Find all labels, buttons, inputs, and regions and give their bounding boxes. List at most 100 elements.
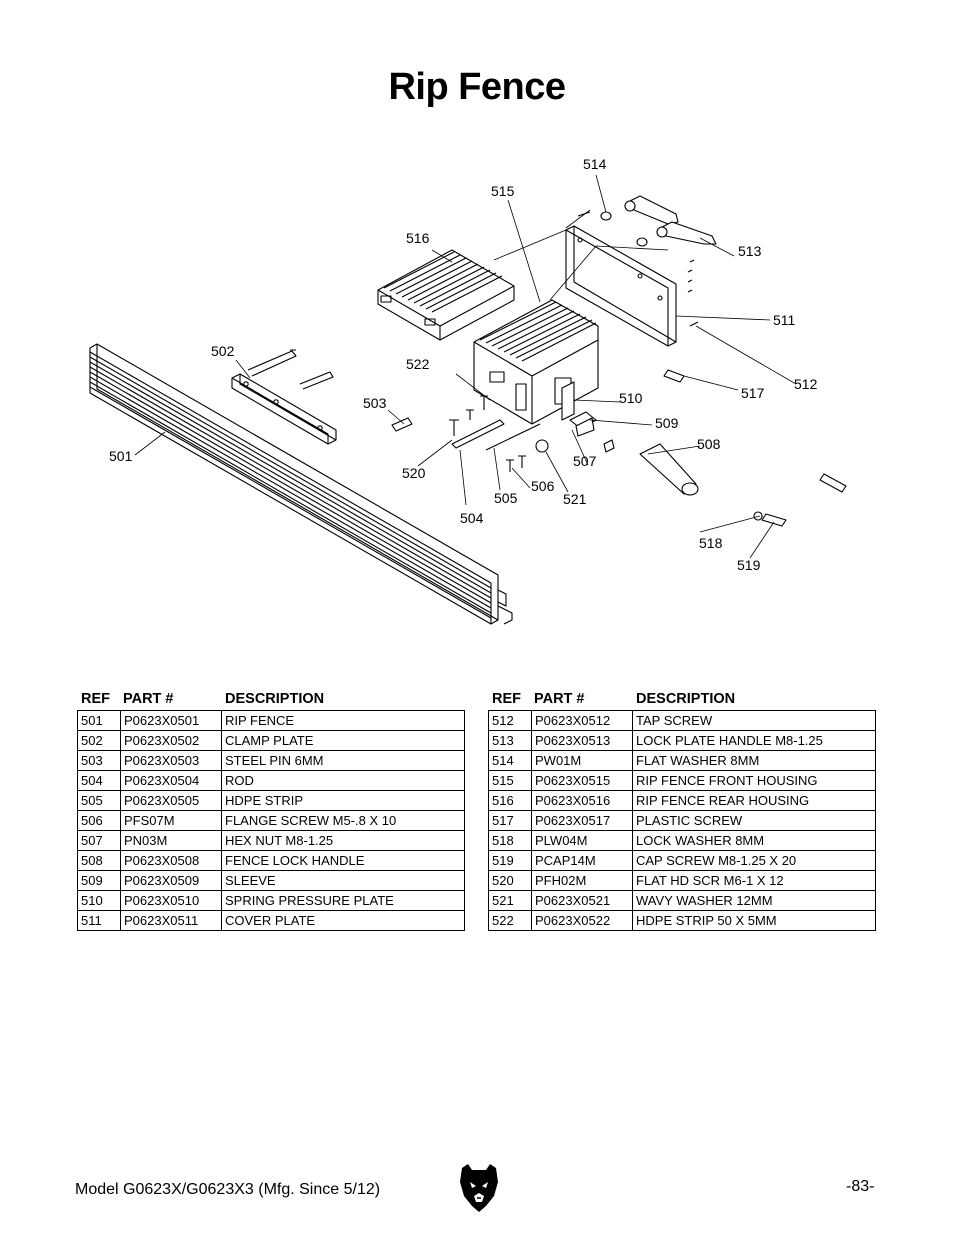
callout-510: 510 — [619, 390, 643, 406]
table-header: REF PART # DESCRIPTION — [77, 688, 465, 710]
cell-part: P0623X0510 — [121, 891, 222, 910]
cell-ref: 522 — [489, 911, 532, 930]
cover-plate — [565, 225, 677, 347]
callout-518: 518 — [699, 535, 723, 551]
exploded-parts-diagram: 501 502 503 504 505 506 507 508 509 510 … — [89, 156, 847, 625]
cell-description: RIP FENCE FRONT HOUSING — [636, 773, 818, 788]
cell-description: LOCK PLATE HANDLE M8-1.25 — [636, 733, 823, 748]
cell-ref: 516 — [489, 791, 532, 810]
cell-description: PLASTIC SCREW — [636, 813, 743, 828]
cell-part: P0623X0512 — [532, 711, 633, 730]
callout-507: 507 — [573, 453, 597, 469]
callout-512: 512 — [794, 376, 818, 392]
rip-fence-extrusion — [89, 343, 513, 625]
callout-516: 516 — [406, 230, 430, 246]
cell-part: P0623X0503 — [121, 751, 222, 770]
callout-503: 503 — [363, 395, 387, 411]
callout-504: 504 — [460, 510, 484, 526]
cell-part: P0623X0517 — [532, 811, 633, 830]
cell-part: P0623X0515 — [532, 771, 633, 790]
cell-description: FENCE LOCK HANDLE — [225, 853, 365, 868]
header-part: PART # — [123, 691, 174, 707]
callout-509: 509 — [655, 415, 679, 431]
callout-labels: 501 502 503 504 505 506 507 508 509 510 … — [109, 156, 818, 573]
cell-part: P0623X0516 — [532, 791, 633, 810]
cell-description: HDPE STRIP 50 X 5MM — [636, 913, 777, 928]
header-description: DESCRIPTION — [636, 691, 736, 707]
cell-part: P0623X0505 — [121, 791, 222, 810]
callout-501: 501 — [109, 448, 133, 464]
callout-515: 515 — [491, 183, 515, 199]
callout-522: 522 — [406, 356, 430, 372]
cell-ref: 511 — [78, 911, 121, 930]
cell-description: HDPE STRIP — [225, 793, 304, 808]
front-housing — [473, 299, 599, 425]
cell-ref: 520 — [489, 871, 532, 890]
header-part: PART # — [534, 691, 585, 707]
cell-description: COVER PLATE — [225, 913, 316, 928]
cell-description: RIP FENCE REAR HOUSING — [636, 793, 810, 808]
cell-ref: 514 — [489, 751, 532, 770]
lock-mechanism — [535, 381, 699, 496]
cell-part: P0623X0513 — [532, 731, 633, 750]
lock-plate-handles — [600, 195, 717, 247]
page-number: -83- — [846, 1178, 875, 1195]
header-ref: REF — [492, 691, 521, 707]
leader-lines — [134, 174, 797, 559]
cell-part: PCAP14M — [532, 851, 633, 870]
callout-508: 508 — [697, 436, 721, 452]
cell-ref: 515 — [489, 771, 532, 790]
cell-part: P0623X0511 — [121, 911, 222, 930]
cell-part: P0623X0522 — [532, 911, 633, 930]
callout-505: 505 — [494, 490, 518, 506]
cell-ref: 510 — [78, 891, 121, 910]
cell-part: PW01M — [532, 751, 633, 770]
page-title: Rip Fence — [388, 66, 566, 108]
cell-part: PLW04M — [532, 831, 633, 850]
cell-description: LOCK WASHER 8MM — [636, 833, 765, 848]
callout-506: 506 — [531, 478, 555, 494]
callout-520: 520 — [402, 465, 426, 481]
cell-ref: 503 — [78, 751, 121, 770]
cell-description: FLAT HD SCR M6-1 X 12 — [636, 873, 784, 888]
cell-ref: 505 — [78, 791, 121, 810]
cell-part: P0623X0508 — [121, 851, 222, 870]
cell-description: HEX NUT M8-1.25 — [225, 833, 334, 848]
cell-part: P0623X0501 — [121, 711, 222, 730]
cell-ref: 501 — [78, 711, 121, 730]
cell-part: PFH02M — [532, 871, 633, 890]
cell-part: P0623X0504 — [121, 771, 222, 790]
callout-521: 521 — [563, 491, 587, 507]
cell-ref: 506 — [78, 811, 121, 830]
cell-description: FLANGE SCREW M5-.8 X 10 — [225, 813, 397, 828]
callout-519: 519 — [737, 557, 761, 573]
cell-description: STEEL PIN 6MM — [225, 753, 324, 768]
table-header: REF PART # DESCRIPTION — [488, 688, 876, 710]
cell-ref: 517 — [489, 811, 532, 830]
cell-part: P0623X0502 — [121, 731, 222, 750]
steel-pins — [247, 349, 413, 432]
cell-ref: 509 — [78, 871, 121, 890]
cell-part: P0623X0509 — [121, 871, 222, 890]
cell-ref: 519 — [489, 851, 532, 870]
rear-housing — [377, 249, 515, 341]
cell-description: WAVY WASHER 12MM — [636, 893, 773, 908]
